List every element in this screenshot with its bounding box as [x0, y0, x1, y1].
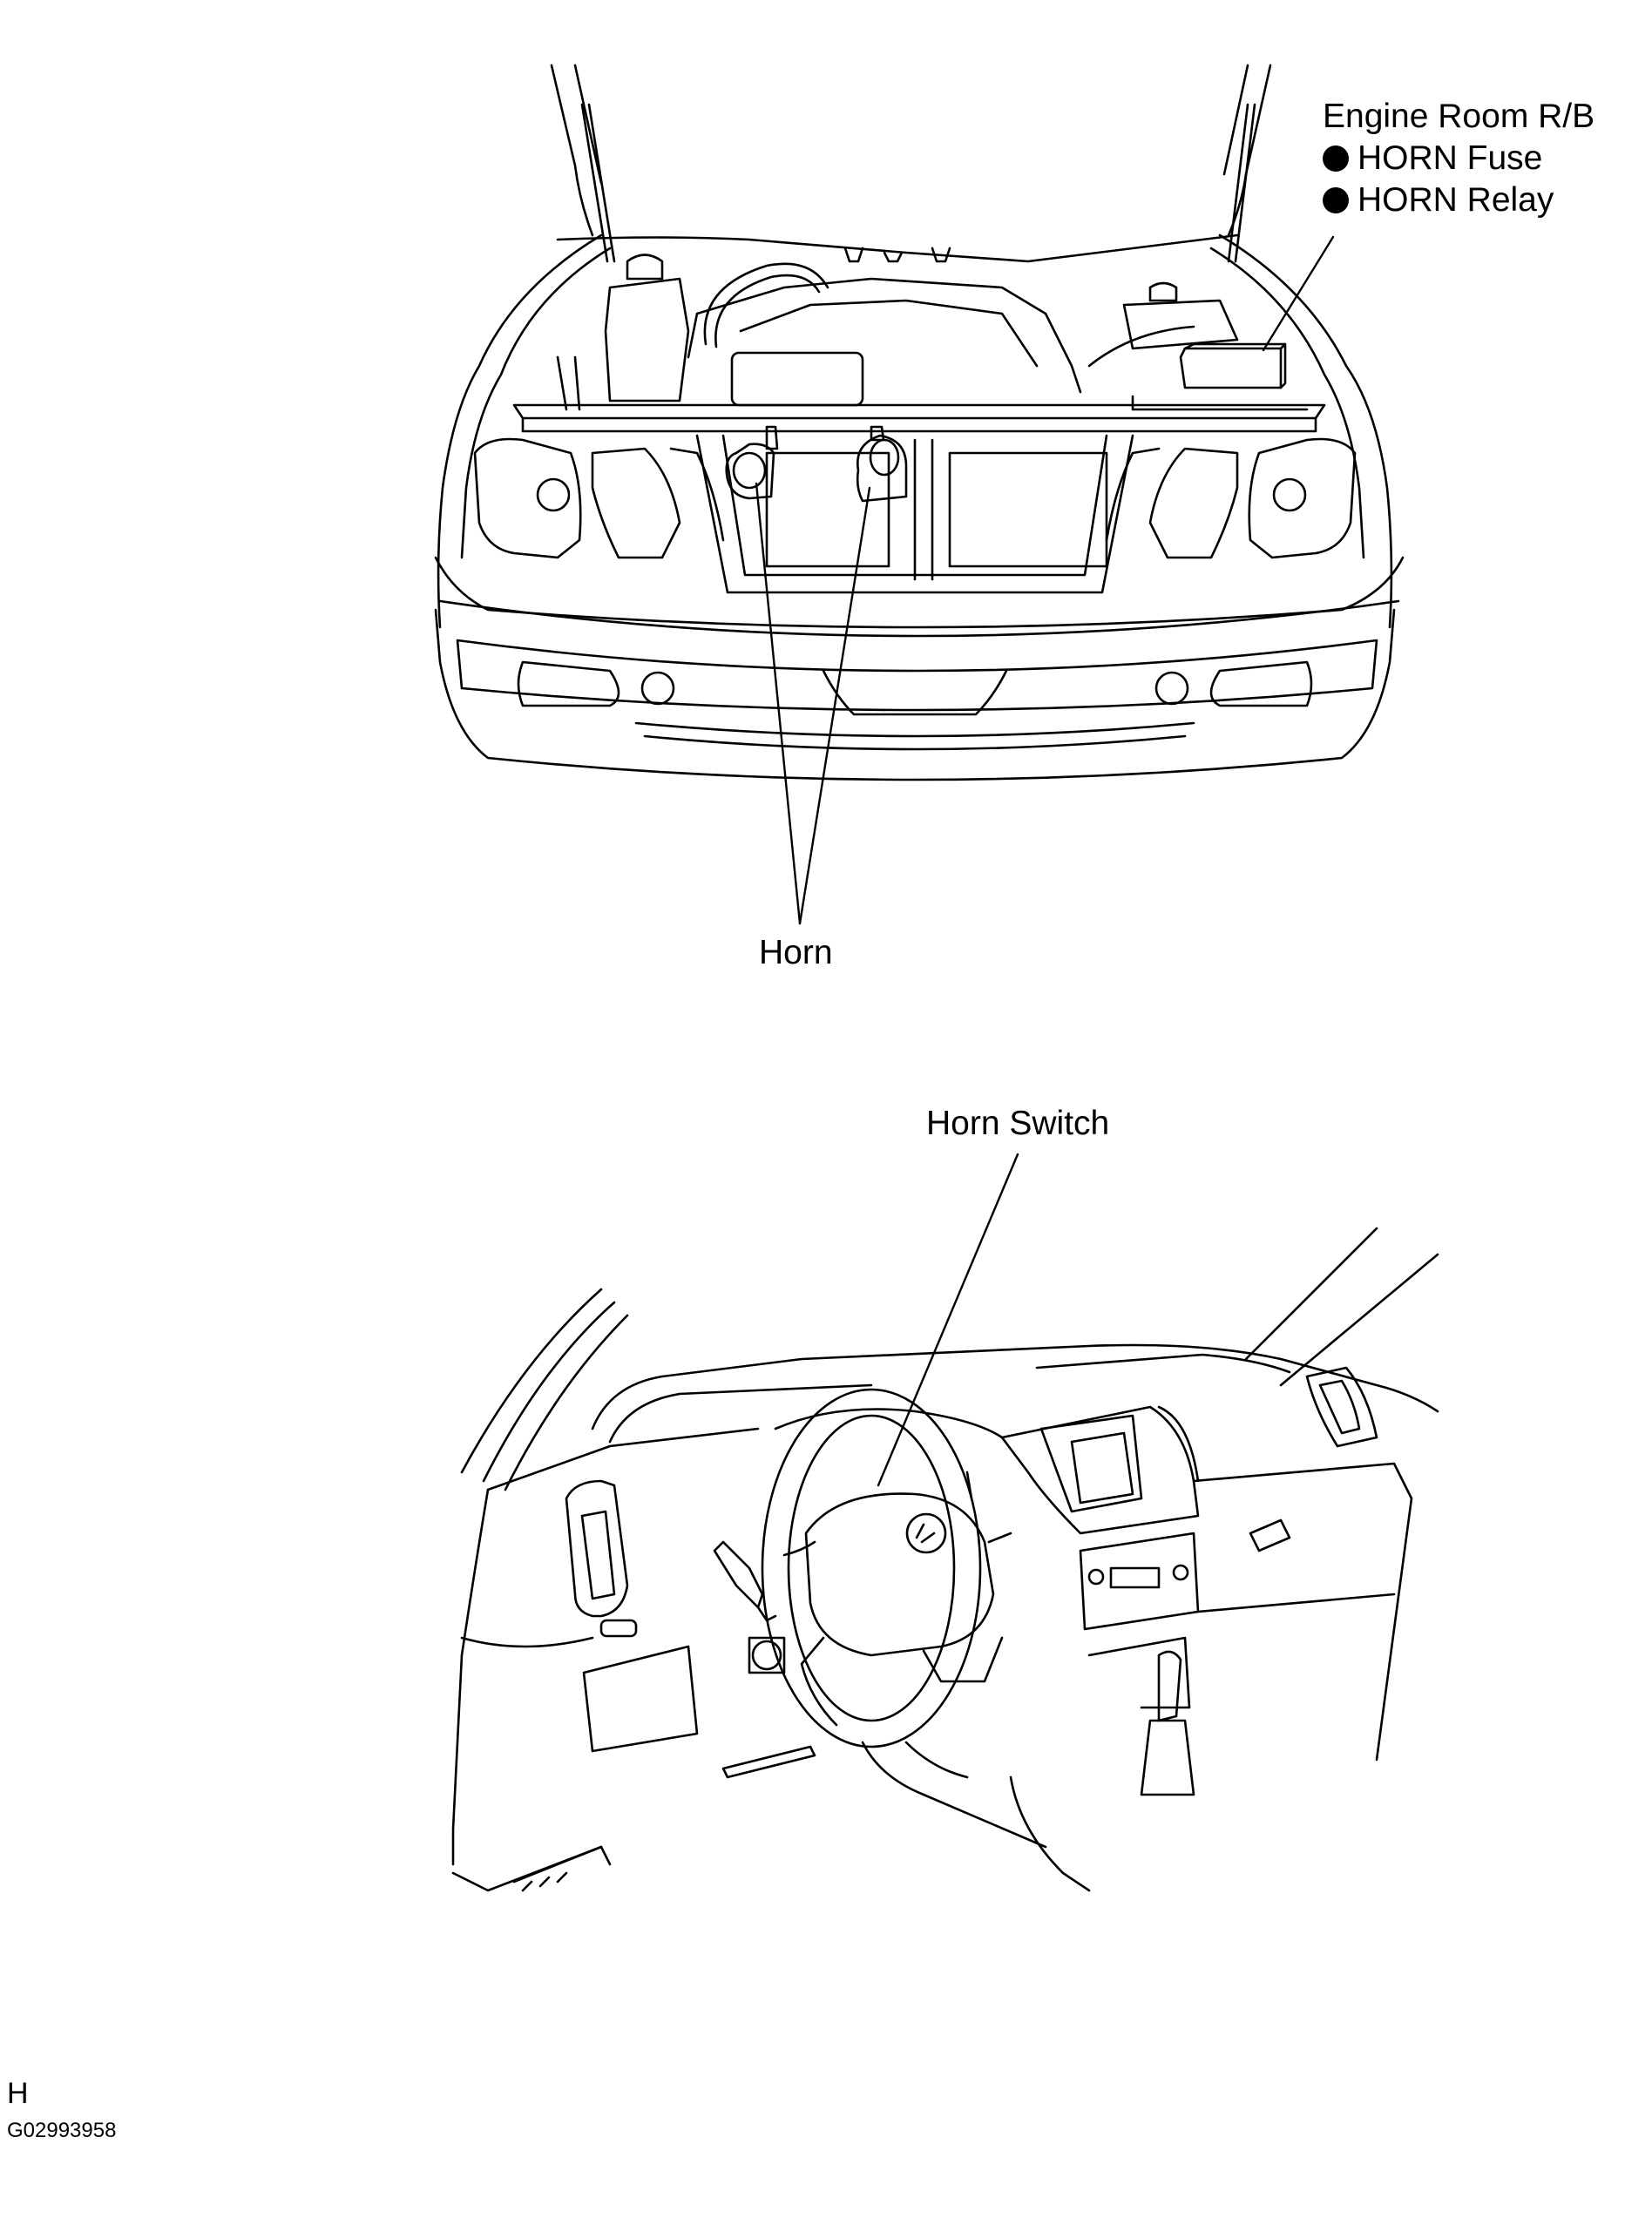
figure-code: G02993958 [7, 2119, 117, 2142]
engine-room-rb-callout: Engine Room R/B HORN Fuse HORN Relay [1323, 96, 1594, 221]
horn-callout: Horn [759, 934, 833, 971]
horn-relay-item: HORN Relay [1323, 179, 1594, 221]
horn-relay-label: HORN Relay [1357, 181, 1554, 219]
steering-wheel [761, 1388, 982, 1748]
engine-room-rb-box [1179, 347, 1283, 389]
horn-left [725, 425, 779, 500]
horn-right [856, 425, 908, 503]
engine-room-rb-leader [1262, 235, 1335, 352]
engine-room-rb-title: Engine Room R/B [1323, 98, 1595, 135]
bullet-icon [1323, 187, 1349, 213]
engine-room-illustration [434, 64, 1405, 781]
horn-fuse-item: HORN Fuse [1323, 138, 1594, 179]
section-letter: H [7, 2077, 29, 2110]
horn-fuse-label: HORN Fuse [1357, 139, 1543, 177]
horn-switch-leader [877, 1153, 1019, 1487]
bullet-icon [1323, 145, 1349, 172]
horn-leader-right [798, 486, 871, 925]
dashboard-illustration [451, 1227, 1439, 1892]
horn-leader-left [755, 482, 802, 925]
horn-switch-callout: Horn Switch [926, 1105, 1110, 1142]
horn-switch-pad [804, 1492, 995, 1657]
